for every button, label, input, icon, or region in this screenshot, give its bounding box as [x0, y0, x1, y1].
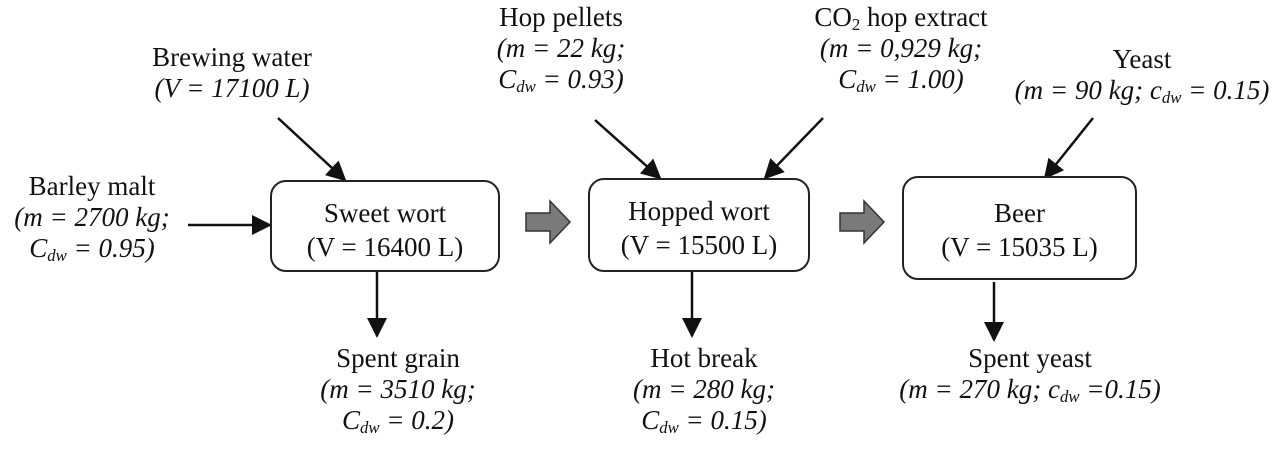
arrow-yeast-to-beer	[1043, 117, 1094, 180]
output-spent-yeast: Spent yeast (m = 270 kg; cdw =0.15)	[899, 343, 1160, 405]
subscript-text: dw	[47, 246, 67, 266]
input-yeast: Yeast (m = 90 kg; cdw = 0.15)	[1015, 44, 1270, 106]
process-box-sweet-wort: Sweet wort (V = 16400 L)	[270, 180, 500, 272]
process-volume: (V = 15500 L)	[620, 230, 778, 260]
output-mass: (m = 280 kg;	[633, 374, 775, 404]
label-text: = 0.93)	[535, 64, 624, 94]
input-mass: (m = 2700 kg;	[14, 202, 170, 232]
subscript-text: dw	[516, 77, 536, 97]
subscript-text: dw	[1161, 88, 1182, 108]
input-dry-weight: Cdw = 0.95)	[14, 233, 169, 264]
output-dry-weight: Cdw = 0.15)	[633, 405, 775, 436]
output-mass-dry-weight: (m = 270 kg; cdw =0.15)	[899, 374, 1160, 405]
output-name: Spent grain	[336, 343, 460, 373]
process-box-hopped-wort: Hopped wort (V = 15500 L)	[588, 178, 810, 272]
input-volume: (V = 17100 L)	[154, 73, 310, 103]
process-box-beer: Beer (V = 15035 L)	[902, 176, 1137, 280]
process-name: Hopped wort	[628, 196, 770, 226]
output-mass: (m = 3510 kg;	[320, 374, 476, 404]
label-text: CO	[814, 2, 852, 32]
arrow-brewing-water-to-sweet-wort	[277, 117, 347, 182]
subscript-text: dw	[659, 418, 679, 438]
label-text: = 1.00)	[875, 64, 964, 94]
subscript-text: 2	[851, 15, 861, 35]
label-text: C	[29, 233, 48, 263]
label-text: C	[838, 64, 857, 94]
label-text: =0.15)	[1079, 374, 1161, 404]
process-volume: (V = 16400 L)	[306, 232, 464, 262]
output-spent-grain: Spent grain (m = 3510 kg; Cdw = 0.2)	[320, 343, 475, 436]
label-text: C	[341, 405, 360, 435]
label-text: = 0.95)	[66, 233, 155, 263]
flow-arrow-hopped-to-beer	[839, 199, 886, 245]
label-text: C	[498, 64, 517, 94]
flow-arrow-sweet-to-hopped	[525, 199, 572, 245]
label-text: hop extract	[860, 2, 988, 32]
arrow-co2-extract-to-hopped-wort	[763, 117, 824, 180]
process-volume: (V = 15035 L)	[941, 232, 1098, 262]
input-name: CO2 hop extract	[814, 2, 987, 33]
subscript-text: dw	[856, 77, 876, 97]
output-name: Hot break	[650, 343, 758, 373]
input-dry-weight: Cdw = 1.00)	[814, 64, 987, 95]
subscript-text: dw	[360, 418, 380, 438]
input-dry-weight: Cdw = 0.93)	[497, 64, 625, 95]
input-name: Yeast	[1112, 44, 1172, 74]
process-name: Sweet wort	[323, 198, 447, 228]
input-mass: (m = 22 kg;	[496, 33, 626, 63]
subscript-text: dw	[1059, 387, 1080, 407]
output-dry-weight: Cdw = 0.2)	[320, 405, 475, 436]
label-text: = 0.15)	[678, 405, 767, 435]
label-text: = 0.15)	[1181, 75, 1270, 105]
process-name: Beer	[994, 198, 1045, 228]
input-mass-dry-weight: (m = 90 kg; cdw = 0.15)	[1015, 75, 1270, 106]
label-text: (m = 90 kg; c	[1014, 75, 1162, 105]
input-co2-hop-extract: CO2 hop extract (m = 0,929 kg; Cdw = 1.0…	[814, 2, 987, 95]
label-text: = 0.2)	[379, 405, 454, 435]
input-name: Hop pellets	[499, 2, 623, 32]
input-name: Barley malt	[28, 171, 156, 201]
arrow-hop-pellets-to-hopped-wort	[594, 119, 662, 180]
output-hot-break: Hot break (m = 280 kg; Cdw = 0.15)	[633, 343, 775, 436]
input-brewing-water: Brewing water (V = 17100 L)	[152, 42, 312, 104]
label-text: C	[641, 405, 660, 435]
input-barley-malt: Barley malt (m = 2700 kg; Cdw = 0.95)	[14, 171, 169, 264]
label-text: (m = 270 kg; c	[899, 374, 1060, 404]
input-hop-pellets: Hop pellets (m = 22 kg; Cdw = 0.93)	[497, 2, 625, 95]
input-name: Brewing water	[152, 42, 312, 72]
output-name: Spent yeast	[968, 343, 1092, 373]
input-mass: (m = 0,929 kg;	[819, 33, 983, 63]
